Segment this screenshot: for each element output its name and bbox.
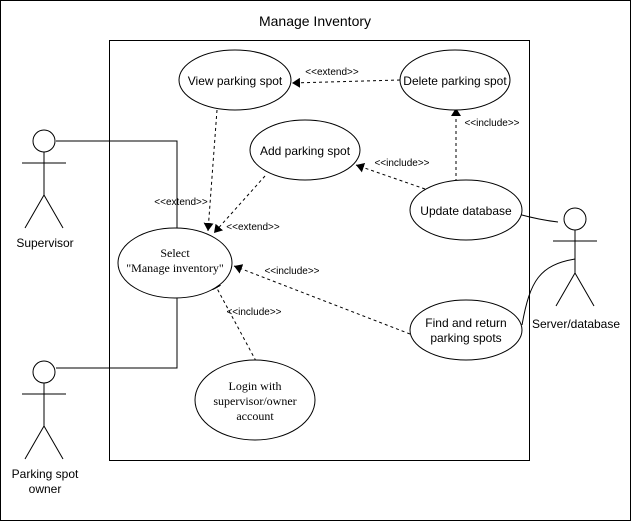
usecase-delete-parking-spot: [399, 49, 511, 111]
label-update-add-include: <<include>>: [374, 158, 429, 169]
actor-supervisor: [22, 129, 66, 229]
actor-supervisor-label: Supervisor: [16, 236, 73, 250]
actor-parking-spot-owner-label-line1: Parking spot: [12, 467, 79, 481]
label-add-select-extend: <<extend>>: [226, 222, 280, 233]
usecase-update-database: [409, 179, 523, 241]
system-boundary: [109, 40, 530, 461]
label-delete-view-extend: <<extend>>: [305, 67, 359, 78]
dep-add-select: [213, 175, 266, 234]
usecase-login-label-line2: supervisor/owner: [213, 394, 296, 408]
actor-server-database: [553, 207, 597, 307]
assoc-owner-select: [56, 298, 178, 369]
usecase-find-label-line1: Find and return: [425, 316, 506, 330]
usecase-select-label-line1: Select: [160, 246, 190, 260]
diagram-title: Manage Inventory: [259, 13, 371, 29]
assoc-supervisor-select: [56, 140, 178, 228]
usecase-view-label: View parking spot: [188, 74, 283, 88]
usecase-find-return-parking-spots: [409, 299, 523, 361]
label-view-select-extend: <<extend>>: [154, 197, 208, 208]
dependencies: [203, 77, 461, 362]
actor-server-database-label: Server/database: [532, 317, 620, 331]
usecase-login-label-line1: Login with: [229, 379, 282, 393]
dep-view-select: [203, 109, 218, 232]
dep-login-select: [212, 280, 257, 362]
usecase-update-label: Update database: [420, 204, 512, 218]
actor-parking-spot-owner: [22, 360, 66, 460]
usecase-select-manage-inventory: [117, 227, 233, 299]
dep-update-add: [355, 162, 426, 190]
associations: [56, 140, 576, 369]
assoc-find-server: [521, 258, 576, 326]
dep-delete-view: [291, 77, 401, 88]
usecase-find-label-line2: parking spots: [430, 331, 501, 345]
assoc-update-server: [517, 213, 559, 223]
usecase-login: [194, 359, 316, 441]
usecase-add-label: Add parking spot: [260, 144, 351, 158]
usecase-view-parking-spot: [178, 49, 292, 111]
dep-find-select: [233, 264, 411, 335]
usecase-login-label-line3: account: [236, 409, 274, 423]
label-find-select-include: <<include>>: [264, 266, 319, 277]
usecase-select-label-line2: "Manage inventory": [126, 261, 224, 275]
usecase-add-parking-spot: [249, 119, 361, 181]
usecase-delete-label: Delete parking spot: [403, 74, 507, 88]
label-update-delete-include: <<include>>: [464, 118, 519, 129]
actor-parking-spot-owner-label-line2: owner: [29, 482, 62, 496]
label-login-select-include: <<include>>: [226, 307, 281, 318]
